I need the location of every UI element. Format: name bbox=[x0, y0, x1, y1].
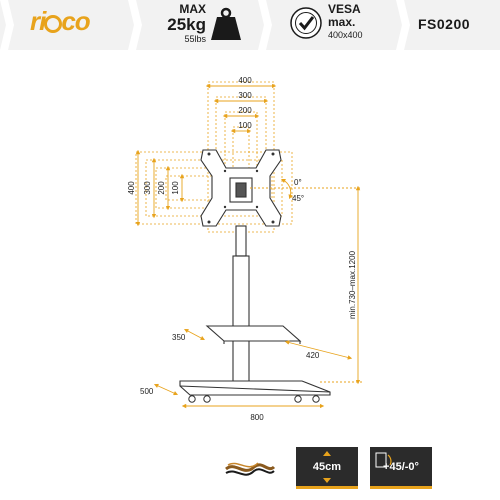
stand-pole bbox=[232, 225, 250, 383]
tilt-tile: +45/-0° bbox=[370, 447, 432, 489]
max-load-block: MAX 25kg 55lbs bbox=[158, 3, 206, 44]
vesa-check-icon bbox=[290, 7, 322, 39]
vesa-block: VESA max. 400x400 bbox=[328, 3, 388, 40]
castor-wheels bbox=[188, 395, 320, 403]
dim-width-100: 100 bbox=[238, 121, 252, 130]
max-lbs: 55lbs bbox=[184, 34, 206, 44]
swivel-arrows-icon bbox=[323, 451, 331, 483]
dim-shelf-depth: 350 bbox=[172, 333, 186, 342]
swivel-label: 45cm bbox=[312, 461, 342, 473]
accent-bar bbox=[370, 486, 432, 489]
vesa-label: VESA bbox=[328, 2, 361, 16]
dim-height-100: 100 bbox=[171, 181, 180, 195]
chevron-decoration bbox=[258, 0, 272, 50]
tilt-0-label: 0° bbox=[294, 178, 302, 187]
dim-width-400: 400 bbox=[238, 76, 252, 85]
accent-bar bbox=[296, 486, 358, 489]
vertical-dimensions bbox=[135, 149, 185, 227]
dim-width-300: 300 bbox=[238, 91, 252, 100]
tilt-arc bbox=[280, 178, 293, 200]
shelf-dimensions bbox=[184, 328, 353, 360]
vesa-plate bbox=[200, 149, 282, 227]
middle-shelf bbox=[205, 325, 302, 344]
dim-height-200: 200 bbox=[157, 181, 166, 195]
chevron-decoration bbox=[128, 0, 142, 50]
dim-height-range: min.730–max.1200 bbox=[348, 250, 357, 319]
swivel-tile: 45cm bbox=[296, 447, 358, 489]
stand-base bbox=[179, 380, 331, 396]
weight-icon bbox=[211, 7, 241, 40]
tilt-icon bbox=[375, 452, 392, 468]
chevron-decoration bbox=[396, 0, 410, 50]
dim-base-width: 800 bbox=[250, 413, 264, 422]
tilt-45-label: 45° bbox=[292, 194, 304, 203]
dim-height-400: 400 bbox=[127, 181, 136, 195]
base-dimensions bbox=[153, 383, 325, 409]
cable-management-icon bbox=[218, 447, 280, 489]
chevron-decoration bbox=[0, 0, 14, 50]
technical-drawing: 400 300 200 100 400 300 200 100 0° 45° m… bbox=[127, 76, 362, 422]
vesa-size: 400x400 bbox=[328, 30, 363, 40]
vesa-max-label: max. bbox=[328, 15, 356, 29]
max-label: MAX bbox=[179, 2, 206, 16]
logo-ring-icon bbox=[44, 15, 63, 33]
dim-shelf-width: 420 bbox=[306, 351, 320, 360]
max-kg: 25kg bbox=[167, 15, 206, 34]
dim-width-200: 200 bbox=[238, 106, 252, 115]
dim-base-depth: 500 bbox=[140, 387, 154, 396]
horizontal-dimensions bbox=[205, 83, 277, 134]
tilt-label: +45/-0° bbox=[383, 461, 419, 473]
mounting-holes bbox=[207, 152, 275, 224]
model-number: FS0200 bbox=[418, 16, 471, 32]
dim-height-300: 300 bbox=[143, 181, 152, 195]
height-dimension bbox=[250, 185, 362, 385]
